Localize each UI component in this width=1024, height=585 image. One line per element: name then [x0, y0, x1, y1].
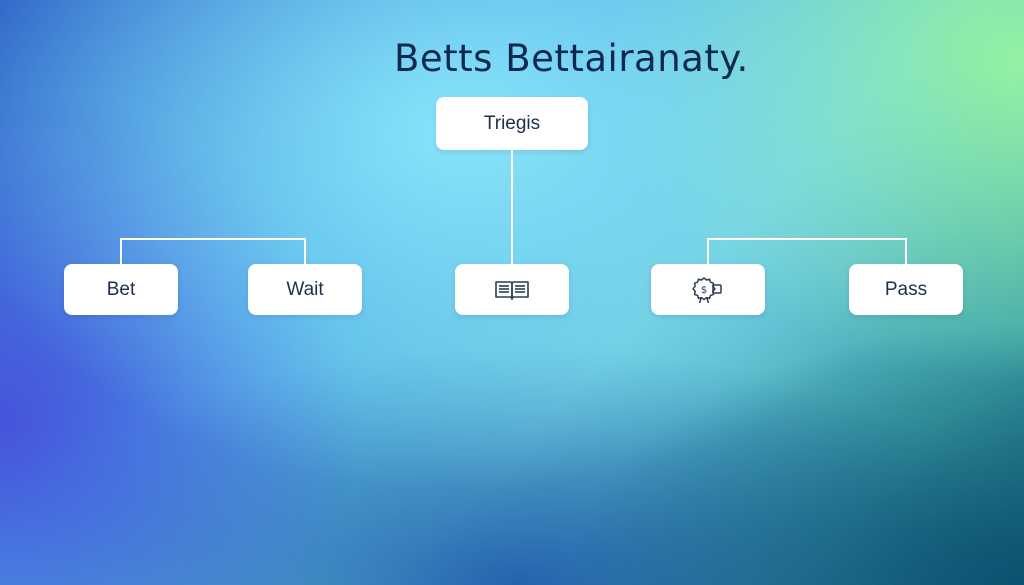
open-book-icon	[493, 278, 531, 302]
node-pass[interactable]: Pass	[849, 264, 963, 315]
node-wait[interactable]: Wait	[248, 264, 362, 315]
node-bet-label: Bet	[106, 278, 136, 300]
dollar-badge-icon: $	[690, 276, 726, 304]
connector-right-group	[707, 238, 907, 264]
dollar-sign-glyph: $	[701, 285, 707, 296]
node-dollar[interactable]: $	[651, 264, 765, 315]
diagram-title: Betts Bettairanaty.	[394, 37, 749, 80]
root-node-label: Triegis	[483, 112, 541, 134]
node-bet[interactable]: Bet	[64, 264, 178, 315]
connector-left-group	[120, 238, 306, 264]
root-node[interactable]: Triegis	[436, 97, 588, 150]
node-book[interactable]	[455, 264, 569, 315]
node-wait-label: Wait	[286, 278, 324, 300]
node-pass-label: Pass	[884, 278, 928, 300]
